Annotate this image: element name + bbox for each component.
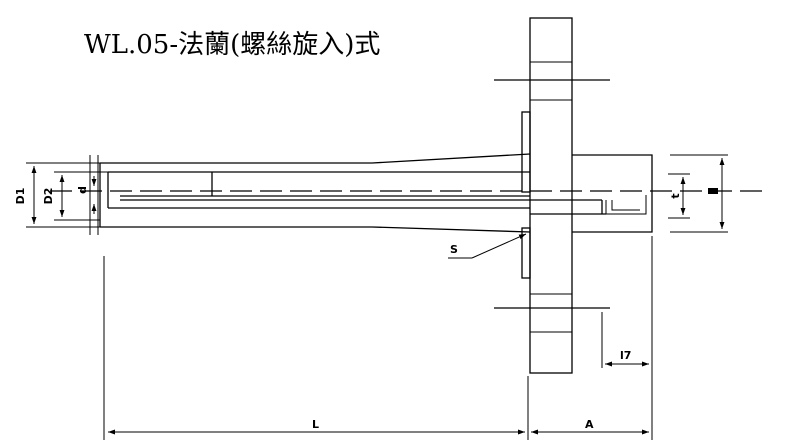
label-l7: l7 [620,349,631,362]
label-s: S [450,243,458,256]
dimension-d1: D1 [14,162,100,228]
label-t: t [669,193,682,198]
flange-body [529,17,573,374]
label-d: d [76,186,89,194]
dimension-a: A [531,418,649,435]
dimension-d: d [76,155,99,235]
leader-s: S [448,233,527,259]
label-d2: D2 [42,188,55,205]
gasket-bottom [521,227,531,279]
dimension-l7: l7 [601,236,653,440]
label-l: L [312,418,319,431]
head-housing [572,154,653,233]
dimension-l: L [103,256,529,440]
gasket-top [521,111,531,193]
dimension-d2: D2 [42,171,108,221]
label-d1: D1 [14,188,27,205]
thermowell-tube [99,153,606,233]
drawing-title: WL.05-法蘭(螺絲旋入)式 [84,30,381,60]
label-a: A [585,418,594,431]
dimension-t: t [668,154,728,233]
